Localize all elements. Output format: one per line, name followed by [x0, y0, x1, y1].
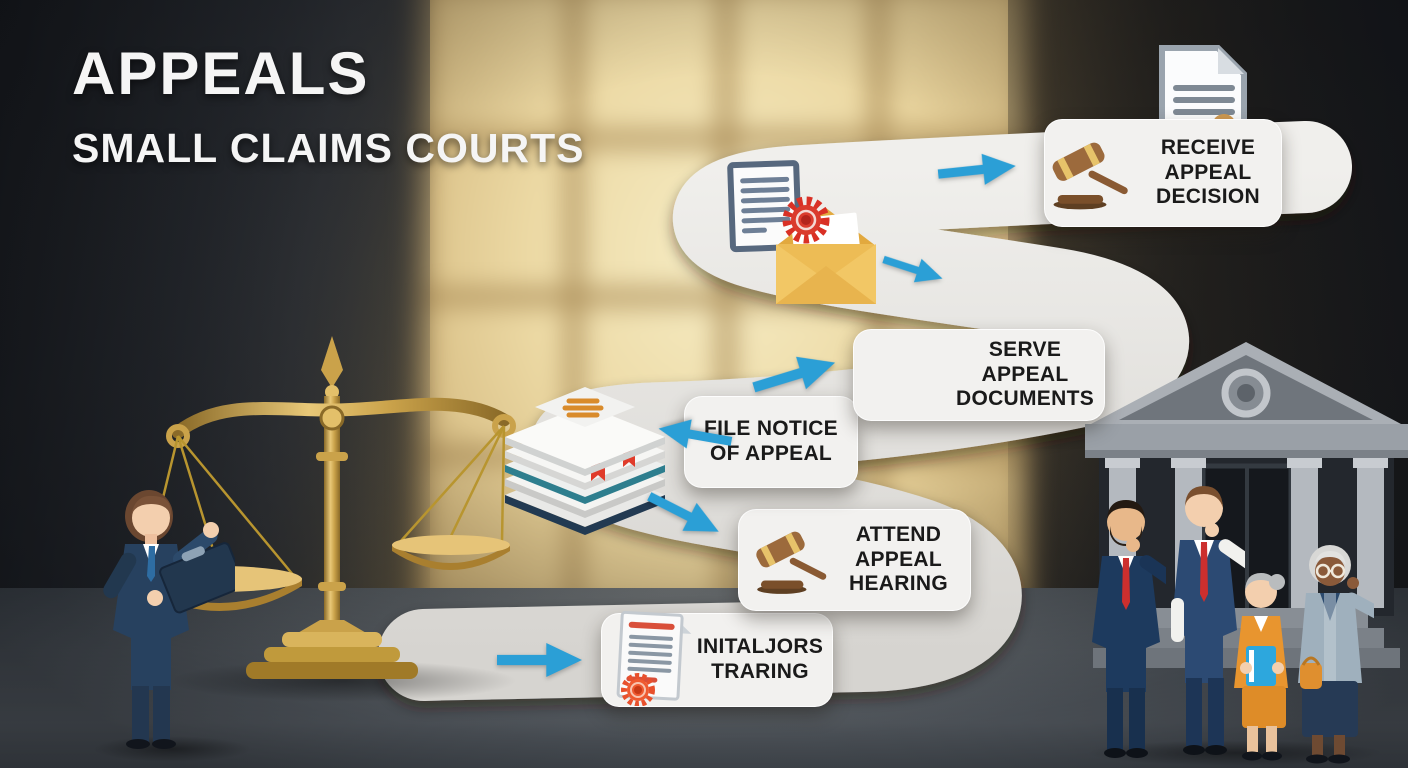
scales-of-justice-icon	[150, 336, 516, 679]
page-title: APPEALS SMALL CLAIMS COURTS	[72, 44, 585, 169]
flow-arrow-2	[641, 480, 727, 547]
step-card-attend-appeal-hearing: ATTEND APPEAL HEARING	[738, 509, 971, 611]
lawyer-with-clipboard-illustration	[103, 490, 235, 749]
step-label-line1: ATTEND APPEAL	[855, 522, 942, 571]
step-label-line1: INITALJORS	[696, 635, 824, 659]
step-label-line2: DOCUMENTS	[955, 387, 1095, 411]
flow-arrow-5	[879, 245, 947, 293]
step-label-line2: HEARING	[849, 572, 948, 596]
step-label-line1: FILE NOTICE	[704, 417, 838, 441]
flow-arrow-1	[497, 641, 582, 679]
step-label-line2: TRARING	[711, 660, 809, 683]
step-label-line1: SERVE APPEAL	[981, 337, 1069, 386]
gavel-icon	[752, 524, 834, 596]
litigant-woman-orange	[1234, 573, 1288, 761]
sealed-document-icon	[616, 610, 692, 706]
step-card-file-notice-of-appeal: FILE NOTICE OF APPEAL	[684, 396, 858, 488]
document-with-seal-and-envelope-icon	[727, 160, 876, 304]
paper-stack-icon	[505, 387, 665, 535]
step-label-line1: RECEIVE APPEAL	[1160, 135, 1256, 184]
title-line-small-claims-courts: SMALL CLAIMS COURTS	[72, 125, 585, 171]
flow-arrow-4	[748, 344, 840, 405]
flow-arrow-3	[656, 412, 735, 458]
step-label-line2: DECISION	[1156, 185, 1260, 209]
litigant-man-vest	[1171, 486, 1245, 755]
step-label-line2: OF APPEAL	[709, 442, 833, 465]
litigant-man-bearded	[1092, 500, 1166, 758]
step-card-serve-appeal-documents: SERVE APPEAL DOCUMENTS	[853, 329, 1105, 421]
litigant-woman-elder	[1298, 545, 1374, 764]
gavel-icon	[1048, 134, 1136, 212]
flow-arrow-6	[936, 148, 1017, 192]
title-line-appeals: APPEALS	[72, 40, 370, 107]
